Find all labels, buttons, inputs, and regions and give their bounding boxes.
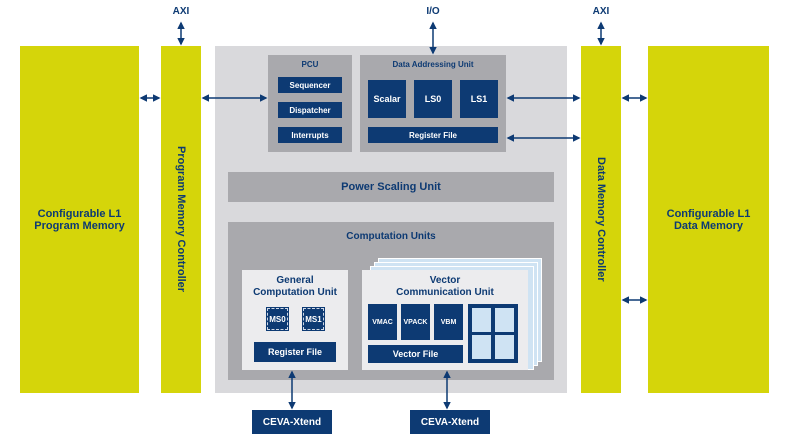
ceva-xtend-left: CEVA-Xtend: [252, 410, 332, 434]
io-label: I/O: [426, 6, 440, 17]
pcu-dispatcher: Dispatcher: [278, 102, 342, 118]
vector-grid-cell: [495, 308, 514, 332]
vector-grid-cell: [472, 308, 491, 332]
vector-file: Vector File: [368, 345, 463, 363]
general-register-file: Register File: [254, 342, 336, 362]
program-memory-controller-block: Program Memory Controller: [161, 46, 201, 393]
pcu-block: PCU Sequencer Dispatcher Interrupts: [268, 55, 352, 152]
dau-ls0: LS0: [414, 80, 452, 118]
vector-vpack: VPACK: [401, 304, 430, 340]
power-scaling-label: Power Scaling Unit: [341, 181, 441, 193]
l1-data-memory-label: Configurable L1 Data Memory: [666, 207, 751, 232]
pcu-sequencer: Sequencer: [278, 77, 342, 93]
vector-grid-cell: [495, 335, 514, 359]
dau-register-file: Register File: [368, 127, 498, 143]
pcu-title: PCU: [301, 60, 319, 69]
general-ms1-chip: MS1: [302, 307, 325, 331]
vector-communication-unit: Vector Communication Unit VMAC VPACK VBM…: [362, 270, 528, 370]
ceva-xtend-right: CEVA-Xtend: [410, 410, 490, 434]
vector-grid-cell: [472, 335, 491, 359]
l1-data-memory-block: Configurable L1 Data Memory: [648, 46, 769, 393]
vector-communication-title: Vector Communication Unit: [396, 275, 494, 298]
dau-title: Data Addressing Unit: [392, 60, 474, 69]
general-ms0-chip: MS0: [266, 307, 289, 331]
dau-ls1: LS1: [460, 80, 498, 118]
data-addressing-unit-block: Data Addressing Unit Scalar LS0 LS1 Regi…: [360, 55, 506, 152]
l1-program-memory-block: Configurable L1 Program Memory: [20, 46, 139, 393]
power-scaling-unit: Power Scaling Unit: [228, 172, 554, 202]
computation-units-title: Computation Units: [346, 231, 436, 242]
l1-program-memory-label: Configurable L1 Program Memory: [34, 207, 125, 232]
vector-vbm: VBM: [434, 304, 463, 340]
general-computation-unit: General Computation Unit MS0 MS1 Registe…: [242, 270, 348, 370]
pcu-interrupts: Interrupts: [278, 127, 342, 143]
data-memory-controller-block: Data Memory Controller: [581, 46, 621, 393]
axi-right-label: AXI: [592, 6, 610, 17]
data-memory-controller-label: Data Memory Controller: [595, 157, 607, 282]
program-memory-controller-label: Program Memory Controller: [175, 146, 187, 293]
axi-left-label: AXI: [172, 6, 190, 17]
vector-grid-block: [468, 304, 518, 363]
general-computation-title: General Computation Unit: [253, 275, 337, 298]
vector-vmac: VMAC: [368, 304, 397, 340]
dau-scalar: Scalar: [368, 80, 406, 118]
